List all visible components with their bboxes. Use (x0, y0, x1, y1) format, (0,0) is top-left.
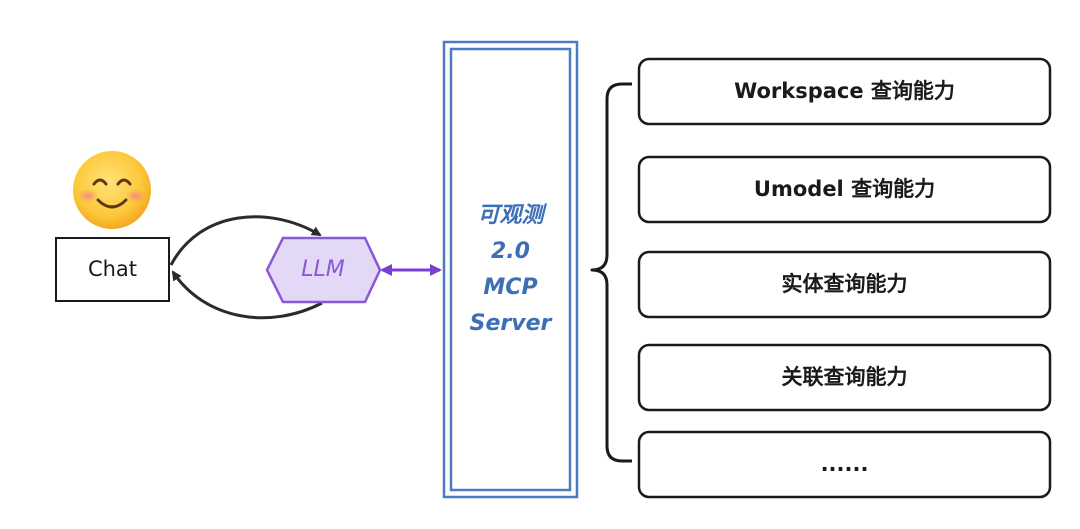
capability-label: Workspace 查询能力 (734, 79, 955, 103)
llm-to-chat-arrow (171, 270, 323, 320)
capability-relation: 关联查询能力 (637, 343, 1052, 412)
llm-label: LLM (301, 257, 345, 282)
mcp-server-node: 可观测 2.0 MCP Server (442, 40, 579, 499)
llm-node: LLM (265, 236, 382, 304)
capability-entity: 实体查询能力 (637, 250, 1052, 319)
chat-to-llm-arrow (169, 215, 322, 266)
capability-brace (590, 82, 632, 463)
capability-umodel: Umodel 查询能力 (637, 155, 1052, 224)
chat-label: Chat (88, 257, 137, 281)
mcp-line-4: Server (470, 311, 553, 336)
mcp-line-2: 2.0 (491, 239, 530, 264)
smiley-face-icon (73, 151, 151, 229)
capability-label: 实体查询能力 (782, 272, 908, 296)
capability-label: ...... (821, 452, 869, 476)
mcp-line-3: MCP (483, 275, 537, 300)
capability-workspace: Workspace 查询能力 (637, 57, 1052, 126)
mcp-line-1: 可观测 (477, 203, 547, 228)
capability-more: ...... (637, 430, 1052, 499)
capability-label: 关联查询能力 (782, 365, 908, 389)
capability-label: Umodel 查询能力 (754, 177, 935, 201)
chat-node: Chat (55, 237, 170, 302)
